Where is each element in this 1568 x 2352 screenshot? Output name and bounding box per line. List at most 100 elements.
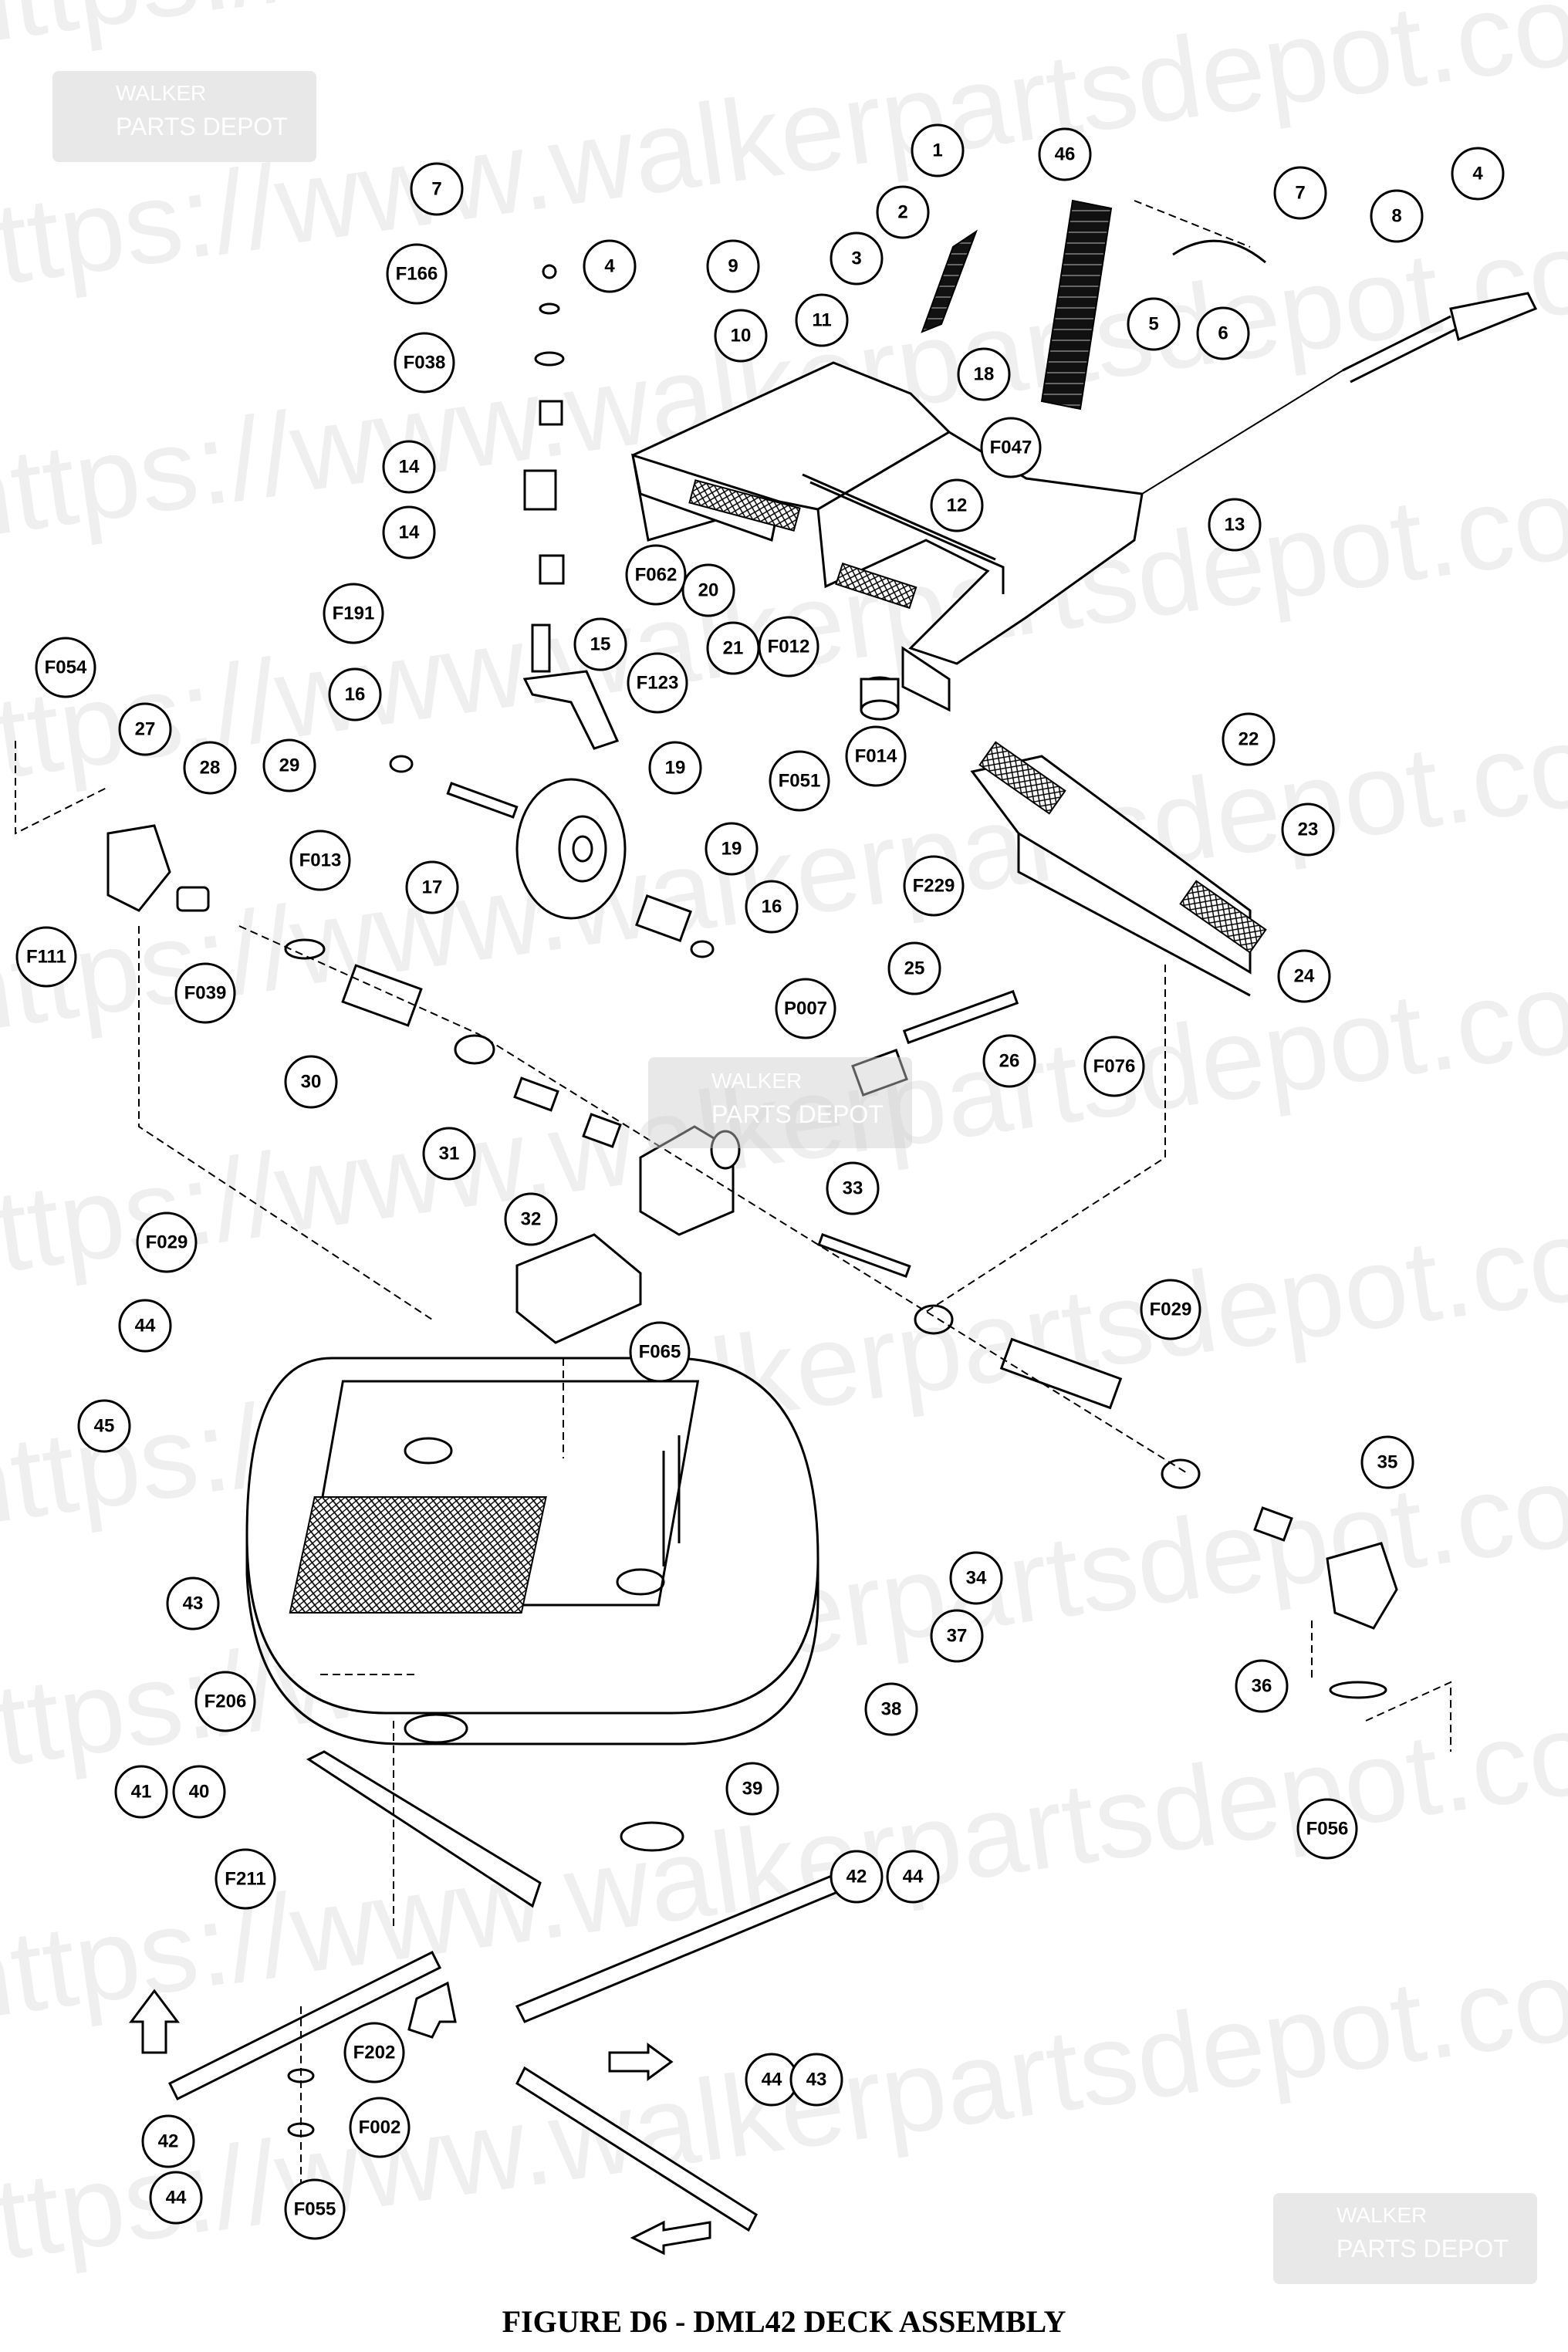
svg-text:F206: F206 [204,1691,247,1712]
callout-f076: F076 [1083,1036,1145,1097]
svg-text:42: 42 [847,1867,867,1887]
callout-34: 34 [949,1551,1003,1605]
svg-text:21: 21 [723,638,744,659]
belt-cover [970,741,1267,997]
caster-wheel [389,755,715,958]
callout-44: 44 [149,2171,203,2225]
callout-f054: F054 [35,637,96,698]
svg-text:F012: F012 [768,637,810,657]
svg-text:5: 5 [1148,314,1158,335]
callout-f065: F065 [629,1321,691,1383]
figure-caption: FIGURE D6 - DML42 DECK ASSEMBLY [502,2304,1066,2339]
svg-text:WALKER: WALKER [711,1069,802,1093]
callout-4: 4 [1451,147,1505,201]
callout-11: 11 [795,293,849,347]
svg-text:14: 14 [399,457,420,478]
callout-f202: F202 [343,2022,405,2083]
callout-29: 29 [262,738,316,792]
svg-text:F166: F166 [396,264,438,285]
callout-41: 41 [114,1765,168,1819]
rotation-arrows [129,1981,711,2256]
callout-43: 43 [789,2053,843,2107]
callout-20: 20 [681,563,735,617]
svg-text:16: 16 [345,684,366,705]
svg-text:34: 34 [966,1568,987,1589]
svg-text:F202: F202 [353,2043,396,2063]
gearbox-left [106,824,210,912]
deck-frame-arms [631,361,1144,721]
callout-24: 24 [1277,949,1331,1003]
svg-text:9: 9 [728,256,738,277]
spring-hook [1172,239,1266,264]
svg-text:F013: F013 [299,850,342,871]
callout-f013: F013 [289,830,351,891]
svg-text:F111: F111 [26,947,66,968]
drive-shaft-parts [284,938,622,1148]
svg-text:F056: F056 [1306,1819,1349,1840]
svg-text:30: 30 [301,1072,322,1093]
callout-16: 16 [745,880,799,934]
svg-text:26: 26 [999,1051,1020,1072]
callout-2: 2 [876,185,930,239]
callout-3: 3 [830,231,884,286]
callout-f229: F229 [903,855,965,917]
callout-f012: F012 [758,616,819,678]
callout-f047: F047 [980,417,1042,478]
callout-33: 33 [826,1161,880,1215]
svg-text:F191: F191 [333,603,375,624]
callout-22: 22 [1222,712,1276,766]
svg-text:40: 40 [189,1782,210,1803]
svg-text:8: 8 [1391,206,1401,227]
svg-text:3: 3 [851,248,861,269]
svg-text:17: 17 [422,877,443,898]
callout-19: 19 [705,822,759,876]
callout-25: 25 [887,941,941,995]
callout-f002: F002 [349,2097,411,2158]
svg-text:F062: F062 [635,565,678,586]
callout-14: 14 [382,440,436,494]
svg-text:45: 45 [94,1416,115,1437]
svg-text:42: 42 [158,2131,179,2152]
input-shaft [851,989,1019,1097]
svg-text:36: 36 [1252,1676,1272,1697]
svg-text:F038: F038 [404,353,446,373]
svg-text:F029: F029 [146,1232,188,1253]
callout-44: 44 [886,1850,940,1904]
lift-handle-rod [1141,292,1538,495]
callout-17: 17 [405,860,459,914]
watermark-badge-top: WALKER PARTS DEPOT [52,71,316,162]
callout-39: 39 [725,1762,779,1816]
watermark-badge-center: WALKER PARTS DEPOT [648,1057,912,1148]
caster-pivot-stack [522,264,620,750]
svg-text:19: 19 [665,758,686,779]
callout-19: 19 [648,741,702,795]
svg-text:F002: F002 [359,2117,401,2138]
callout-f166: F166 [386,243,448,305]
callout-f039: F039 [174,962,236,1024]
svg-text:13: 13 [1225,515,1245,536]
svg-text:22: 22 [1239,729,1259,750]
svg-text:33: 33 [843,1178,863,1199]
callout-36: 36 [1235,1659,1289,1713]
svg-text:WALKER: WALKER [1337,2203,1427,2227]
callout-f056: F056 [1296,1798,1358,1860]
svg-text:2: 2 [897,202,907,223]
callout-44: 44 [745,2053,799,2107]
callout-f206: F206 [194,1671,256,1732]
callout-28: 28 [183,741,237,795]
callout-7: 7 [410,162,464,216]
svg-text:35: 35 [1377,1452,1398,1473]
svg-text:WALKER: WALKER [116,81,206,105]
blade-spindle-cups [404,1713,684,1852]
svg-text:F211: F211 [225,1869,265,1890]
svg-text:20: 20 [698,580,719,601]
callout-f055: F055 [284,2178,346,2240]
watermark-badge-bottom: WALKER PARTS DEPOT [1273,2193,1537,2284]
callout-p007: P007 [775,978,836,1039]
svg-text:F054: F054 [45,657,87,678]
callout-27: 27 [118,702,172,756]
svg-text:44: 44 [762,2070,782,2090]
svg-text:10: 10 [731,326,752,346]
